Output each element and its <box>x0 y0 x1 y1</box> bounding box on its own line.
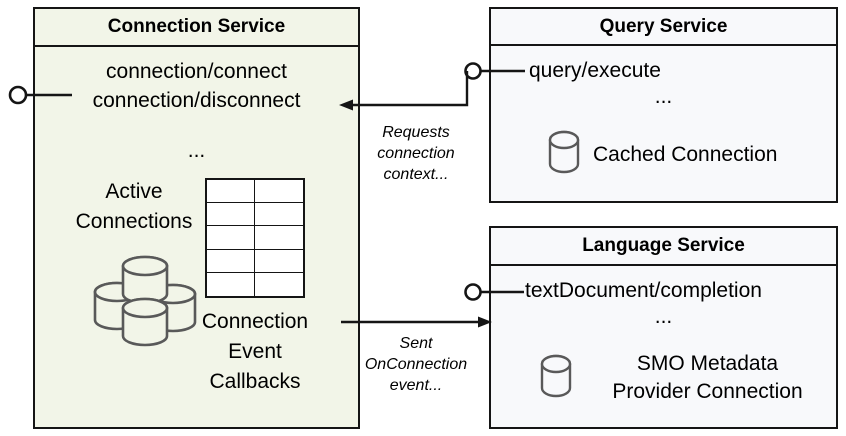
api-connection-disconnect: connection/disconnect <box>92 89 301 112</box>
table-cell <box>255 226 303 250</box>
provider-line-2: Provider Connection <box>612 380 803 403</box>
query-service-ellipsis: ... <box>654 85 673 108</box>
connection-service-title: Connection Service <box>35 9 358 47</box>
query-service-box[interactable]: Query Service query/execute ... Cached C… <box>489 7 838 203</box>
table-cell <box>207 272 255 296</box>
callbacks-line-1: Connection <box>201 310 309 333</box>
table-cell <box>255 180 303 204</box>
sent-line-3: event... <box>389 377 443 394</box>
connection-event-callbacks-label: Connection Event Callbacks <box>190 307 320 397</box>
sent-onconnection-event-label: Sent OnConnection event... <box>348 333 484 396</box>
sent-line-2: OnConnection <box>364 356 468 373</box>
requests-line-2: connection <box>377 145 455 162</box>
active-connections-label: Active Connections <box>49 177 219 237</box>
callbacks-line-2: Event <box>228 340 282 363</box>
provider-line-1: SMO Metadata <box>636 352 779 375</box>
database-cylinder-icon <box>547 129 581 180</box>
table-cell <box>255 273 303 296</box>
smo-metadata-provider-label: SMO Metadata Provider Connection <box>585 350 830 406</box>
cached-connection-label: Cached Connection <box>593 142 778 166</box>
table-cell <box>255 203 303 227</box>
language-service-ellipsis: ... <box>654 305 673 328</box>
connection-service-box[interactable]: Connection Service connection/connect co… <box>33 7 360 429</box>
sent-onconnection-event-arrow <box>341 316 492 328</box>
language-service-api: textDocument/completion <box>525 279 762 302</box>
requests-line-1: Requests <box>382 124 450 141</box>
active-connections-line-1: Active <box>105 180 163 203</box>
connection-service-api-list: connection/connect connection/disconnect <box>35 57 358 115</box>
sent-line-1: Sent <box>399 335 433 352</box>
table-cell <box>255 250 303 273</box>
database-cylinder-icon <box>539 353 573 404</box>
connection-service-ellipsis: ... <box>187 139 206 162</box>
language-service-title: Language Service <box>491 228 836 266</box>
query-service-api: query/execute <box>529 59 661 82</box>
table-cell <box>207 180 255 204</box>
smo-metadata-provider-item: SMO Metadata Provider Connection <box>539 343 830 413</box>
active-connections-line-2: Connections <box>75 210 193 233</box>
table-cell <box>207 203 255 227</box>
language-service-box[interactable]: Language Service textDocument/completion… <box>489 226 838 429</box>
requests-line-3: context... <box>383 166 449 183</box>
database-cluster-icon <box>85 252 205 352</box>
query-service-title: Query Service <box>491 9 836 46</box>
table-cell <box>207 226 255 250</box>
connection-event-callbacks-table <box>205 178 305 298</box>
requests-connection-context-label: Requests connection context... <box>358 122 474 185</box>
cached-connection-item: Cached Connection <box>547 128 828 180</box>
table-cell <box>207 249 255 273</box>
api-connection-connect: connection/connect <box>106 60 287 83</box>
callbacks-line-3: Callbacks <box>209 370 301 393</box>
